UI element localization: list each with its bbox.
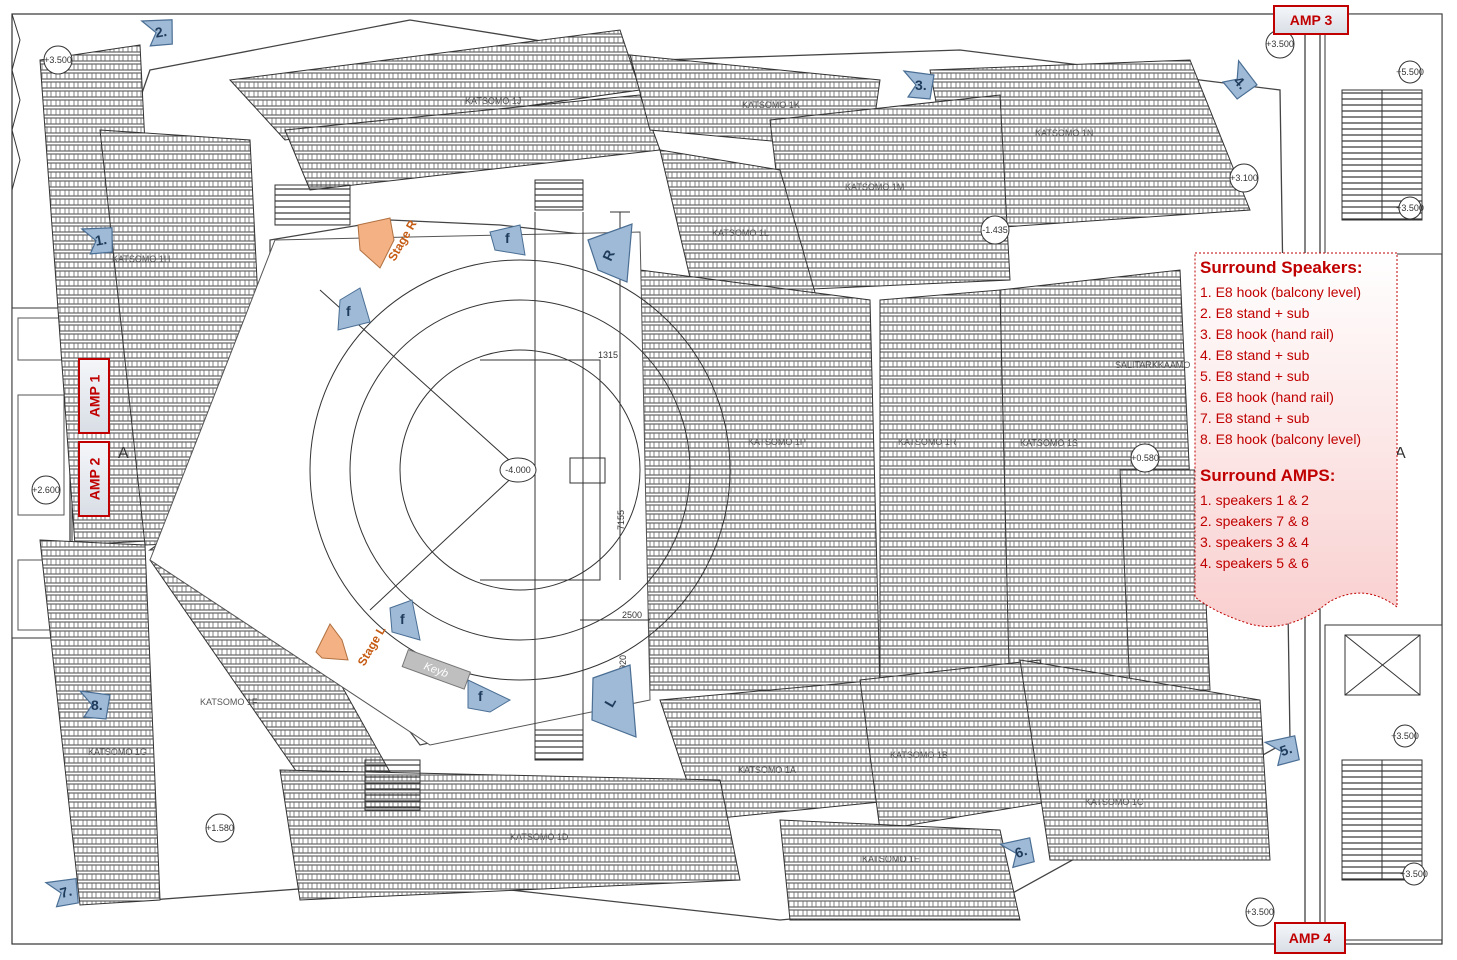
dimension-labels: 1315 7155 2500 920 <box>598 350 642 670</box>
speaker-item: 1. E8 hook (balcony level) <box>1200 284 1362 300</box>
surround-speaker-label: 1. <box>94 231 108 249</box>
elevation-label: +3.500 <box>1266 39 1294 49</box>
section-label: KATSOMO 1D <box>510 832 569 842</box>
surround-speakers-heading: Surround Speakers: <box>1200 258 1363 277</box>
elevation-label: +2.600 <box>32 485 60 495</box>
fill-speaker-front[interactable]: f <box>467 679 512 713</box>
surround-speaker-label: 2. <box>154 23 168 41</box>
elevation-label: +3.500 <box>1391 731 1419 741</box>
amp-4-box[interactable]: AMP 4 <box>1274 922 1346 954</box>
section-label: KATSOMO 1G <box>88 747 147 757</box>
dimension-label: 7155 <box>616 510 626 530</box>
surround-speaker-2[interactable]: 2. <box>140 16 176 49</box>
section-label: KATSOMO 1L <box>712 228 769 238</box>
elevation-label: +3.500 <box>1246 907 1274 917</box>
surround-speaker-label: 3. <box>915 77 927 93</box>
svg-text:f: f <box>478 688 483 704</box>
legend-panel: Surround Speakers: 1. E8 hook (balcony l… <box>1194 252 1398 632</box>
section-label: KATSOMO 1S <box>1020 438 1078 448</box>
keyboard-position[interactable]: Keyb <box>401 649 472 690</box>
fill-speaker-left[interactable]: f <box>337 287 371 331</box>
amp-1-label: AMP 1 <box>86 374 103 418</box>
room-label: SALITARKKAAMO <box>1115 360 1190 370</box>
seating-blocks <box>39 29 1271 921</box>
speaker-item: 5. E8 stand + sub <box>1200 368 1310 384</box>
section-label: KATSOMO 1M <box>845 182 904 192</box>
amp-4-label: AMP 4 <box>1288 930 1332 946</box>
section-label: KATSOMO 1P <box>748 437 806 447</box>
svg-text:f: f <box>400 611 405 627</box>
speaker-item: 2. E8 stand + sub <box>1200 305 1310 321</box>
speaker-item: 6. E8 hook (hand rail) <box>1200 389 1334 405</box>
surround-speaker-8[interactable]: 8. <box>78 690 111 720</box>
elevation-label: -1.435 <box>982 225 1008 235</box>
amp-item: 4. speakers 5 & 6 <box>1200 555 1309 571</box>
elevation-label: -4.000 <box>505 465 531 475</box>
section-label: KATSOMO 1N <box>1035 128 1093 138</box>
svg-text:f: f <box>346 303 351 319</box>
dimension-label: 1315 <box>598 350 618 360</box>
dimension-label: 920 <box>618 655 628 670</box>
section-label: KATSOMO 1R <box>898 437 957 447</box>
right-stair-core-top <box>1324 13 1443 255</box>
surround-amps-heading: Surround AMPS: <box>1200 466 1336 485</box>
surround-speaker-4[interactable]: 4. <box>1219 59 1260 102</box>
section-labels: KATSOMO 1H KATSOMO 1J KATSOMO 1K KATSOMO 1N… <box>88 96 1144 864</box>
surround-speaker-markers[interactable]: 1. 2. 3. 4. 5. 6. 7. 8. <box>44 16 1303 910</box>
section-label: KATSOMO 1F <box>200 697 258 707</box>
section-label: KATSOMO 1J <box>465 96 521 106</box>
section-label: KATSOMO 1A <box>738 765 796 775</box>
legend-background <box>1194 252 1398 627</box>
dimension-label: 2500 <box>622 610 642 620</box>
amp-item: 2. speakers 7 & 8 <box>1200 513 1309 529</box>
elevation-label: +3.500 <box>1400 869 1428 879</box>
surround-speaker-1[interactable]: 1. <box>80 224 116 257</box>
amp-item: 3. speakers 3 & 4 <box>1200 534 1309 550</box>
right-stair-core-bottom <box>1324 624 1443 941</box>
elevation-markers: +3.500 +3.500 +3.100 -1.435 +0.580 +2.600 +1.5… <box>31 29 1428 927</box>
elevation-label: +0.580 <box>1131 453 1159 463</box>
elevation-label: +5.500 <box>1396 67 1424 77</box>
amp-3-label: AMP 3 <box>1289 12 1333 28</box>
section-label: KATSOMO 1E <box>862 854 920 864</box>
stage-floor <box>309 211 731 730</box>
elevation-label: +3.500 <box>1396 203 1424 213</box>
amp-3-box[interactable]: AMP 3 <box>1273 5 1349 35</box>
speaker-list: 1. E8 hook (balcony level) 2. E8 stand +… <box>1200 282 1392 450</box>
svg-text:f: f <box>505 230 510 246</box>
surround-speaker-label: 5. <box>1278 740 1294 759</box>
main-speaker-l[interactable]: L <box>591 664 637 738</box>
speaker-item: 4. E8 stand + sub <box>1200 347 1310 363</box>
speaker-item: 7. E8 stand + sub <box>1200 410 1310 426</box>
section-label: KATSOMO 1K <box>742 100 800 110</box>
surround-speaker-label: 8. <box>91 697 103 713</box>
amp-list: 1. speakers 1 & 2 2. speakers 7 & 8 3. s… <box>1200 490 1392 574</box>
section-label: KATSOMO 1C <box>1085 797 1144 807</box>
elevation-label: +1.580 <box>206 823 234 833</box>
surround-speaker-3[interactable]: 3. <box>902 70 935 100</box>
grid-letter-right: A <box>1395 445 1406 462</box>
main-speaker-r[interactable]: R <box>587 223 633 283</box>
grid-letter-left: A <box>118 445 129 462</box>
speaker-item: 8. E8 hook (balcony level) <box>1200 431 1362 447</box>
surround-speaker-5[interactable]: 5. <box>1263 732 1303 769</box>
section-label: KATSOMO 1B <box>890 750 948 760</box>
surround-speaker-6[interactable]: 6. <box>998 834 1038 871</box>
surround-speaker-label: 7. <box>58 883 73 901</box>
speaker-item: 3. E8 hook (hand rail) <box>1200 326 1334 342</box>
amp-2-box[interactable]: AMP 2 <box>78 441 110 517</box>
fill-speaker-top[interactable]: f <box>489 224 526 256</box>
section-label: KATSOMO 1H <box>112 254 170 264</box>
fill-speaker-bottom[interactable]: f <box>389 599 421 641</box>
surround-speaker-label: 6. <box>1013 842 1029 861</box>
surround-speaker-7[interactable]: 7. <box>44 875 82 910</box>
elevation-label: +3.100 <box>1230 173 1258 183</box>
amp-item: 1. speakers 1 & 2 <box>1200 492 1309 508</box>
amp-1-box[interactable]: AMP 1 <box>78 358 110 434</box>
amp-2-label: AMP 2 <box>86 457 103 501</box>
elevation-label: +3.500 <box>44 55 72 65</box>
